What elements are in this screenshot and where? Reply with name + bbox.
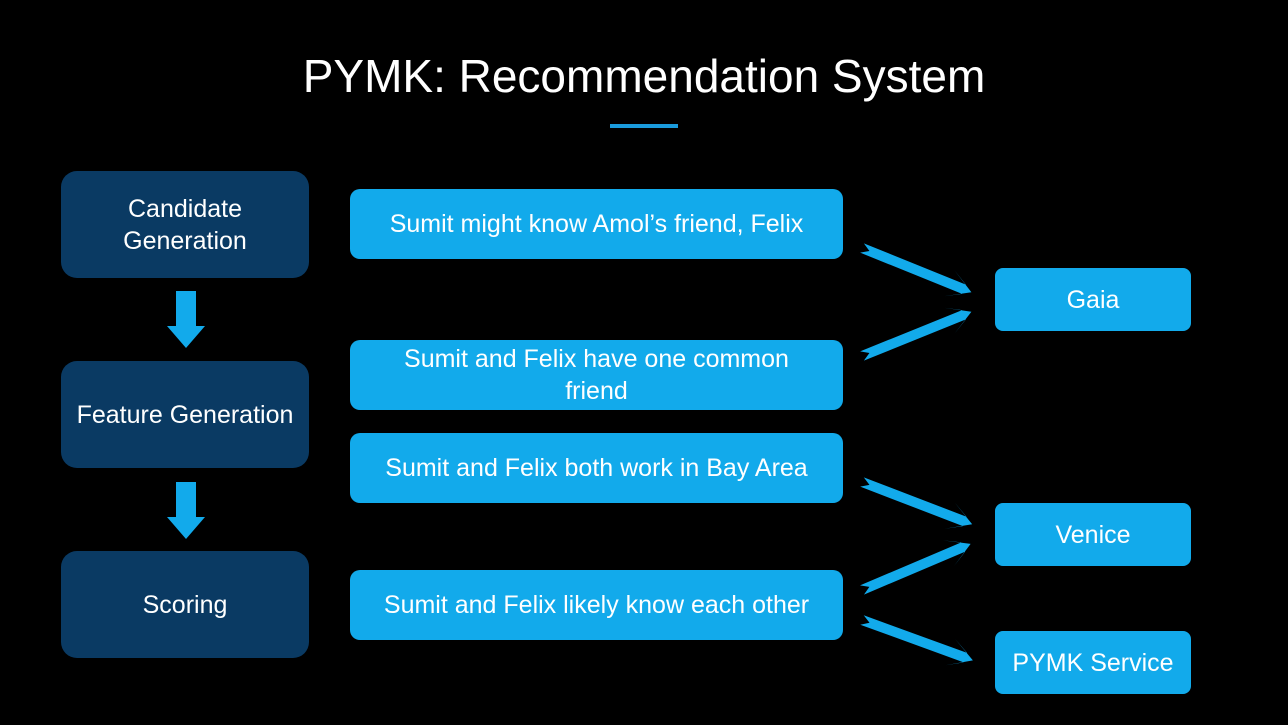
slide-title: PYMK: Recommendation System bbox=[302, 50, 986, 102]
fact-label: Sumit and Felix both work in Bay Area bbox=[385, 454, 808, 482]
fact-label: Sumit might know Amol’s friend, Felix bbox=[389, 210, 804, 238]
system-gaia: Gaia bbox=[995, 268, 1191, 331]
right-arrow-icon bbox=[860, 615, 973, 666]
fact-bay-area: Sumit and Felix both work in Bay Area bbox=[350, 433, 843, 503]
fact-label: Sumit and Felix likely know each other bbox=[383, 591, 810, 619]
title-underline bbox=[610, 124, 678, 128]
stage-scoring: Scoring bbox=[61, 551, 309, 658]
down-arrow-icon bbox=[167, 291, 205, 348]
system-label: PYMK Service bbox=[1012, 648, 1174, 677]
stage-feature-generation: Feature Generation bbox=[61, 361, 309, 468]
system-label: Venice bbox=[1055, 520, 1131, 549]
system-pymk-service: PYMK Service bbox=[995, 631, 1191, 694]
stage-label: Feature Generation bbox=[76, 400, 294, 429]
right-arrow-icon bbox=[860, 540, 971, 595]
fact-common-friend: Sumit and Felix have one common friend bbox=[350, 340, 843, 410]
stage-candidate-generation: Candidate Generation bbox=[61, 171, 309, 278]
down-arrow-icon bbox=[167, 482, 205, 539]
fact-might-know-friend: Sumit might know Amol’s friend, Felix bbox=[350, 189, 843, 259]
stage-label: Candidate Generation bbox=[123, 194, 247, 255]
right-arrow-icon bbox=[860, 477, 973, 529]
stage-label: Scoring bbox=[142, 590, 228, 619]
fact-likely-know: Sumit and Felix likely know each other bbox=[350, 570, 843, 640]
right-arrow-icon bbox=[860, 307, 972, 361]
system-label: Gaia bbox=[1066, 285, 1120, 314]
system-venice: Venice bbox=[995, 503, 1191, 566]
right-arrow-icon bbox=[860, 243, 972, 297]
fact-label: Sumit and Felix have one common friend bbox=[404, 345, 789, 405]
